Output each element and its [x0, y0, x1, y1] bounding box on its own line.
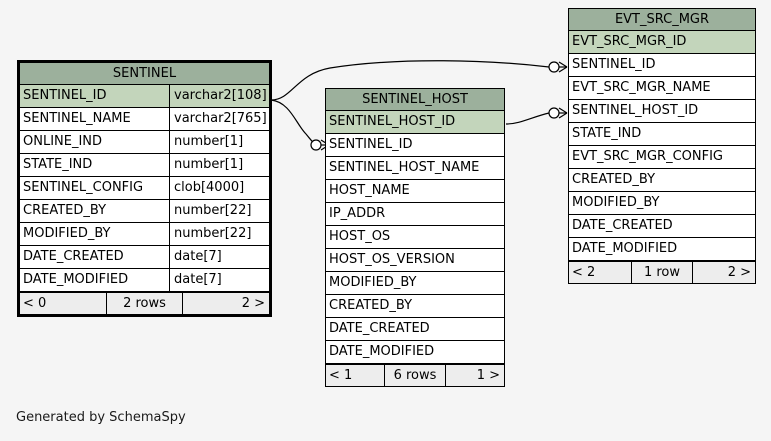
zero-marker-icon: [548, 107, 560, 119]
column-type: clob[4000]: [169, 177, 269, 199]
table-row[interactable]: SENTINEL_CONFIG clob[4000]: [20, 177, 269, 200]
column-name: EVT_SRC_MGR_NAME: [572, 80, 711, 95]
column-type: number[22]: [169, 223, 269, 245]
table-row[interactable]: CREATED_BY: [569, 169, 755, 192]
column-name: STATE_IND: [23, 157, 93, 172]
column-name: DATE_CREATED: [329, 321, 430, 336]
table-row[interactable]: ONLINE_IND number[1]: [20, 131, 269, 154]
table-row[interactable]: HOST_NAME: [326, 180, 504, 203]
column-name: CREATED_BY: [329, 298, 413, 313]
table-sentinel[interactable]: SENTINEL SENTINEL_ID varchar2[108] SENTI…: [17, 60, 272, 317]
column-name: MODIFIED_BY: [572, 195, 660, 210]
pager-prev-button[interactable]: < 2: [572, 265, 596, 280]
column-name: STATE_IND: [572, 126, 642, 141]
pager-row-count: 1 row: [631, 262, 693, 283]
table-pager: < 2 1 row 2 >: [569, 261, 755, 283]
column-name: HOST_OS: [329, 229, 391, 244]
table-row[interactable]: CREATED_BY: [326, 295, 504, 318]
table-row[interactable]: SENTINEL_HOST_ID: [326, 111, 504, 134]
crow-foot-icon: [558, 107, 568, 119]
column-name: HOST_OS_VERSION: [329, 252, 455, 267]
column-type: varchar2[765]: [169, 108, 269, 130]
table-title: SENTINEL: [20, 63, 269, 85]
zero-marker-icon: [310, 139, 322, 151]
crow-foot-icon: [558, 61, 568, 73]
column-name: DATE_MODIFIED: [23, 272, 129, 287]
table-row[interactable]: EVT_SRC_MGR_ID: [569, 31, 755, 54]
table-row[interactable]: STATE_IND: [569, 123, 755, 146]
column-type: date[7]: [169, 246, 269, 268]
column-type: date[7]: [169, 269, 269, 291]
relationship-line-sentinel-to-sentinel-host: [270, 99, 317, 146]
table-row[interactable]: SENTINEL_HOST_ID: [569, 100, 755, 123]
column-name: SENTINEL_HOST_NAME: [329, 160, 480, 175]
table-title: SENTINEL_HOST: [326, 89, 504, 111]
table-row[interactable]: SENTINEL_ID: [326, 134, 504, 157]
table-row[interactable]: HOST_OS_VERSION: [326, 249, 504, 272]
table-row[interactable]: SENTINEL_NAME varchar2[765]: [20, 108, 269, 131]
pager-prev-button[interactable]: < 0: [23, 296, 47, 311]
column-name: SENTINEL_NAME: [23, 111, 131, 126]
column-name: EVT_SRC_MGR_ID: [572, 34, 687, 49]
pager-prev-button[interactable]: < 1: [329, 368, 353, 383]
column-name: SENTINEL_ID: [329, 137, 413, 152]
pager-row-count: 2 rows: [106, 293, 183, 314]
column-name: DATE_MODIFIED: [572, 241, 678, 256]
table-row[interactable]: DATE_CREATED date[7]: [20, 246, 269, 269]
table-sentinel-host[interactable]: SENTINEL_HOST SENTINEL_HOST_ID SENTINEL_…: [325, 88, 505, 387]
column-name: IP_ADDR: [329, 206, 386, 221]
table-row[interactable]: MODIFIED_BY: [569, 192, 755, 215]
table-row[interactable]: EVT_SRC_MGR_NAME: [569, 77, 755, 100]
table-pager: < 0 2 rows 2 >: [20, 292, 269, 314]
pager-next-button[interactable]: 2 >: [727, 265, 751, 280]
pager-row-count: 6 rows: [384, 365, 446, 386]
table-row[interactable]: SENTINEL_ID varchar2[108]: [20, 85, 269, 108]
table-row[interactable]: DATE_CREATED: [326, 318, 504, 341]
column-name: EVT_SRC_MGR_CONFIG: [572, 149, 724, 164]
column-name: MODIFIED_BY: [23, 226, 111, 241]
column-name: SENTINEL_HOST_ID: [572, 103, 699, 118]
column-name: SENTINEL_ID: [23, 88, 107, 103]
pager-next-button[interactable]: 1 >: [476, 368, 500, 383]
column-name: MODIFIED_BY: [329, 275, 417, 290]
column-name: HOST_NAME: [329, 183, 410, 198]
column-name: DATE_CREATED: [23, 249, 124, 264]
table-row[interactable]: EVT_SRC_MGR_CONFIG: [569, 146, 755, 169]
table-row[interactable]: IP_ADDR: [326, 203, 504, 226]
table-row[interactable]: STATE_IND number[1]: [20, 154, 269, 177]
table-row[interactable]: DATE_MODIFIED: [326, 341, 504, 364]
column-type: varchar2[108]: [169, 85, 269, 107]
column-name: CREATED_BY: [572, 172, 656, 187]
column-name: SENTINEL_CONFIG: [23, 180, 144, 195]
pager-next-button[interactable]: 2 >: [241, 296, 265, 311]
column-type: number[1]: [169, 131, 269, 153]
table-row[interactable]: DATE_MODIFIED date[7]: [20, 269, 269, 292]
table-row[interactable]: SENTINEL_HOST_NAME: [326, 157, 504, 180]
zero-marker-icon: [548, 61, 560, 73]
diagram-caption: Generated by SchemaSpy: [16, 410, 186, 425]
column-name: ONLINE_IND: [23, 134, 103, 149]
table-evt-src-mgr[interactable]: EVT_SRC_MGR EVT_SRC_MGR_ID SENTINEL_ID E…: [568, 8, 756, 284]
table-row[interactable]: MODIFIED_BY: [326, 272, 504, 295]
table-row[interactable]: SENTINEL_ID: [569, 54, 755, 77]
column-name: CREATED_BY: [23, 203, 107, 218]
table-pager: < 1 6 rows 1 >: [326, 364, 504, 386]
column-name: DATE_MODIFIED: [329, 344, 435, 359]
relationship-line-sentinel-host-to-evt-src-mgr: [505, 112, 550, 125]
column-type: number[22]: [169, 200, 269, 222]
column-name: SENTINEL_ID: [572, 57, 656, 72]
column-name: SENTINEL_HOST_ID: [329, 114, 456, 129]
table-row[interactable]: DATE_MODIFIED: [569, 238, 755, 261]
column-type: number[1]: [169, 154, 269, 176]
table-row[interactable]: HOST_OS: [326, 226, 504, 249]
table-row[interactable]: MODIFIED_BY number[22]: [20, 223, 269, 246]
table-row[interactable]: DATE_CREATED: [569, 215, 755, 238]
table-title: EVT_SRC_MGR: [569, 9, 755, 31]
column-name: DATE_CREATED: [572, 218, 673, 233]
table-row[interactable]: CREATED_BY number[22]: [20, 200, 269, 223]
